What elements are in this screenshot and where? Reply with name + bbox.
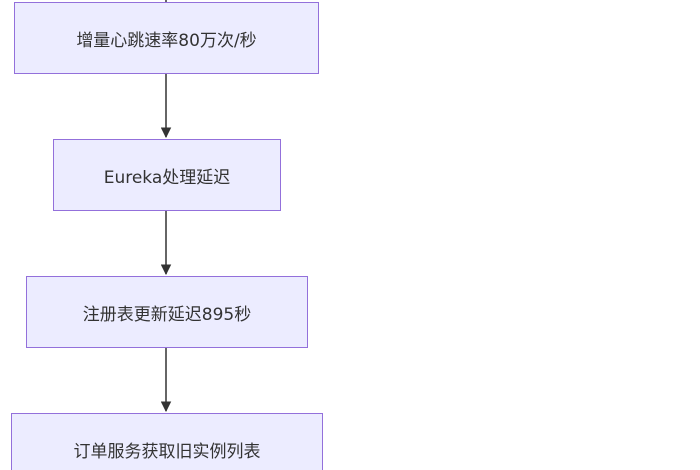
node-registry-update-delay: 注册表更新延迟895秒 <box>26 276 308 348</box>
node-eureka-delay: Eureka处理延迟 <box>53 139 281 211</box>
node-eureka-delay-label: Eureka处理延迟 <box>103 167 231 188</box>
node-order-service-stale-list: 订单服务获取旧实例列表 <box>11 413 323 470</box>
node-heartbeat-rate: 增量心跳速率80万次/秒 <box>14 2 319 74</box>
node-heartbeat-rate-label: 增量心跳速率80万次/秒 <box>76 30 257 51</box>
node-registry-update-delay-label: 注册表更新延迟895秒 <box>82 304 252 325</box>
node-order-service-stale-list-label: 订单服务获取旧实例列表 <box>73 441 261 462</box>
